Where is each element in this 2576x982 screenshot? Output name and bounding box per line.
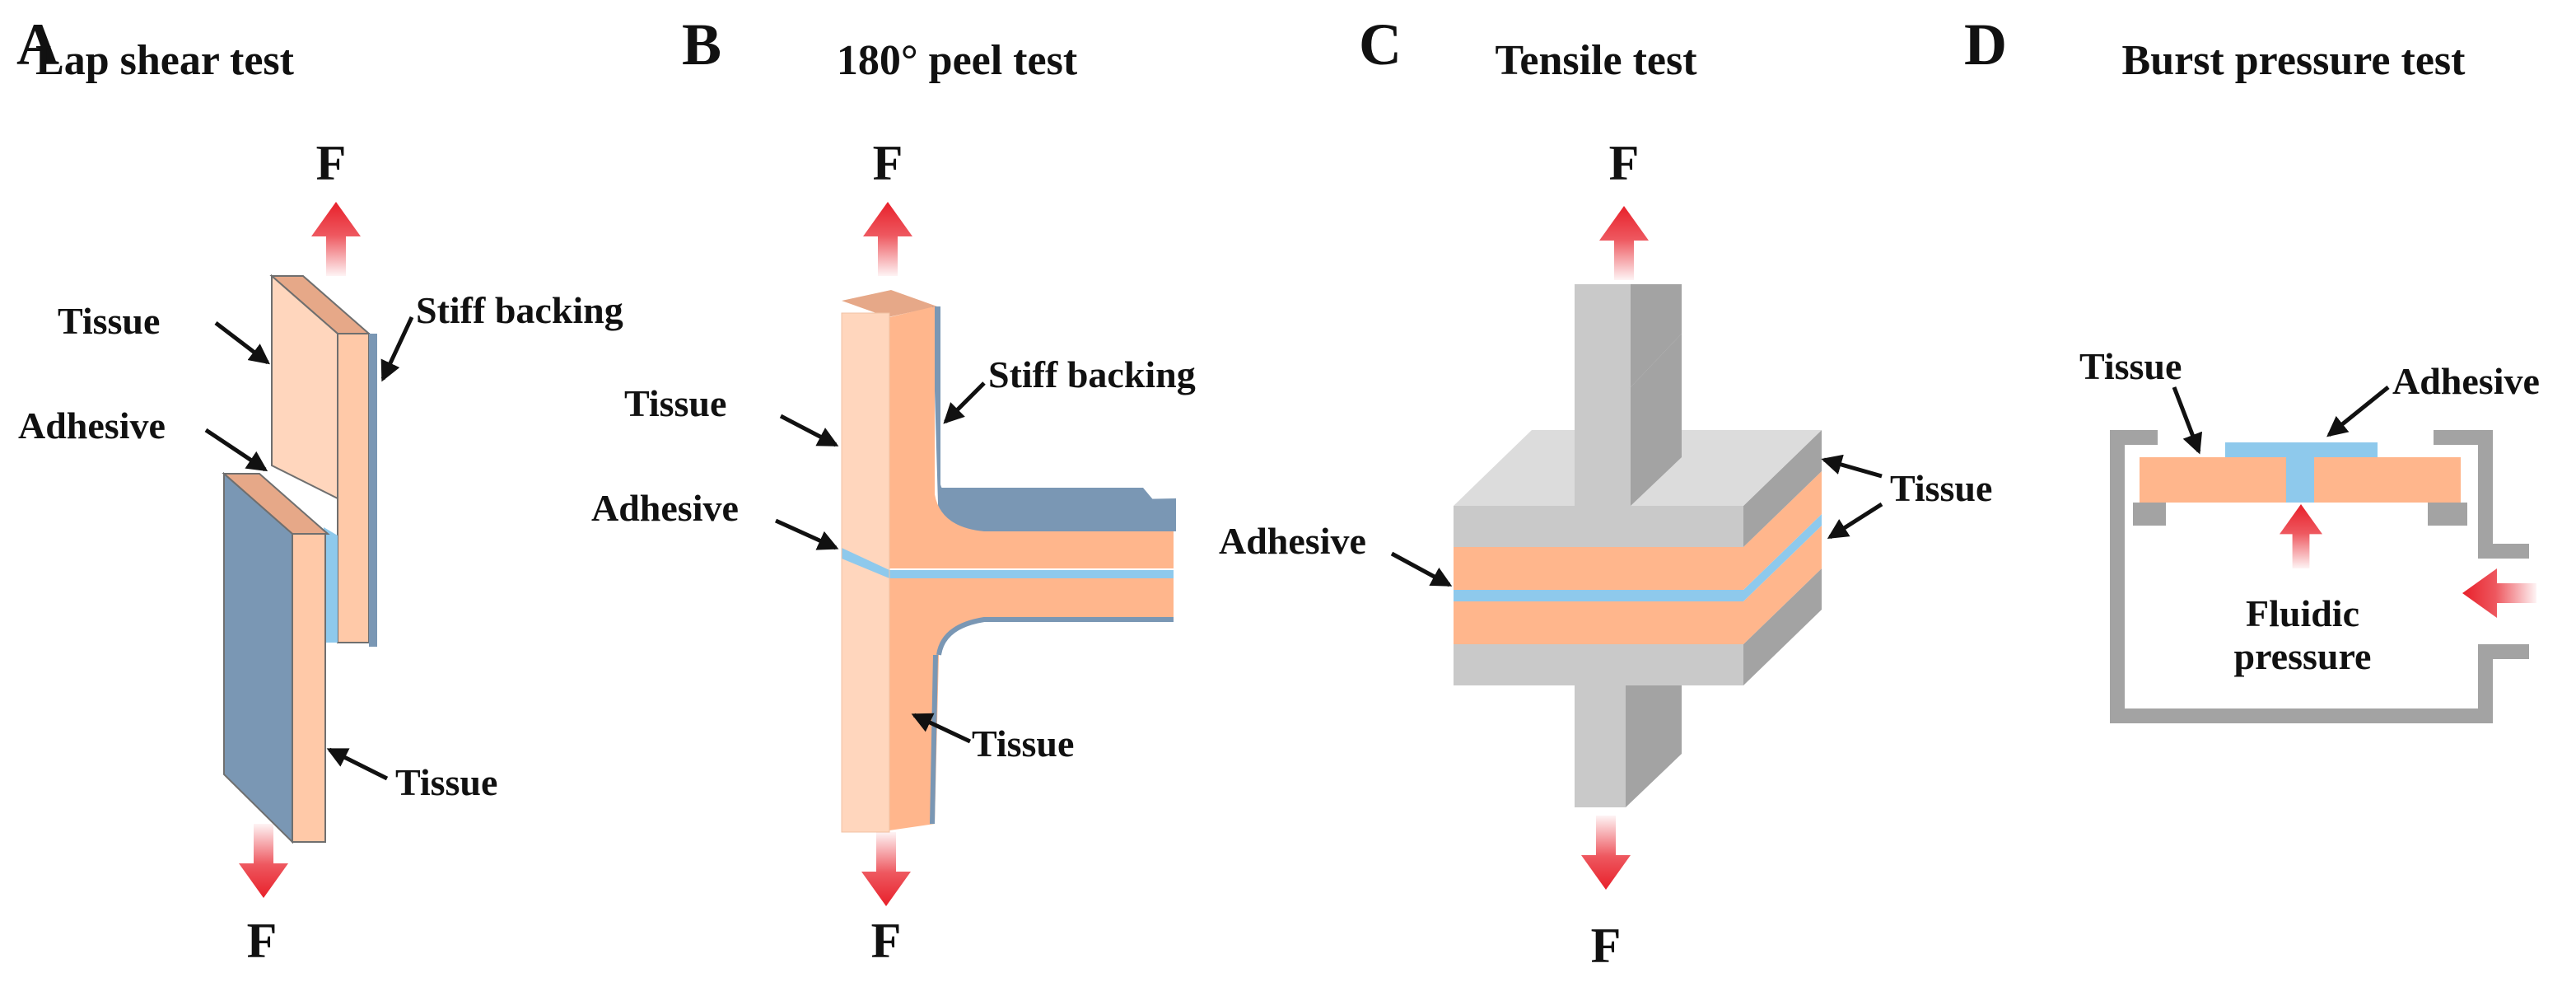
pointer-arrow-icon	[943, 381, 986, 424]
upper-block-front	[1454, 506, 1743, 547]
pointer-arrow-icon	[1390, 551, 1453, 587]
panel-d-title: Burst pressure test	[2122, 37, 2466, 84]
burst-chamber	[2110, 430, 2529, 723]
force-arrow-up-icon	[1599, 206, 1649, 280]
inlet-top-wall	[2478, 544, 2529, 559]
lap-adhesive-layer	[324, 527, 338, 643]
panel-a-letter: A	[16, 12, 59, 77]
panel-b-force-top-label: F	[873, 136, 903, 190]
pointer-arrow-icon	[774, 518, 839, 550]
chamber-right-wall-upper	[2478, 430, 2493, 545]
peel-adhesive-layer	[842, 548, 1174, 578]
tensile-specimen	[1454, 284, 1822, 807]
lower-stiff-backing	[223, 471, 293, 844]
panel-b-label-adhesive: Adhesive	[591, 487, 739, 529]
panel-b-label-tissue-bottom: Tissue	[972, 722, 1074, 765]
pointer-arrow-icon	[1821, 454, 1883, 479]
upper-grip-stem	[1575, 284, 1631, 387]
panel-a-force-top-label: F	[316, 136, 347, 190]
panel-a: A Lap shear test F F Tissue Stiff backin…	[16, 12, 623, 968]
force-arrow-down-icon	[861, 832, 911, 906]
peel-lower-backing-edge	[936, 617, 1174, 656]
peel-tissue-outline	[841, 312, 890, 833]
panel-d-label-tissue: Tissue	[2079, 345, 2182, 387]
force-arrow-down-icon	[1581, 816, 1631, 890]
panel-c-label-tissue: Tissue	[1890, 467, 1992, 509]
inlet-bottom-wall	[2478, 644, 2529, 659]
tensile-tissue-lower-side	[1743, 526, 1822, 644]
chamber-right-wall-lower	[2478, 644, 2493, 723]
panel-d-label-adhesive: Adhesive	[2392, 360, 2540, 402]
force-arrow-up-icon	[863, 202, 912, 276]
burst-defect-adhesive	[2286, 457, 2314, 503]
lower-block-side	[1743, 568, 1822, 685]
panel-a-label-tissue-top: Tissue	[58, 300, 160, 342]
tensile-adhesive-layer	[1454, 590, 1743, 601]
lap-shear-specimen	[222, 274, 377, 844]
upper-tissue-side	[337, 333, 370, 643]
pointer-arrow-icon	[204, 428, 268, 472]
tensile-tissue-upper-side	[1743, 471, 1822, 590]
panel-a-title: Lap shear test	[35, 37, 295, 84]
clamp-left-foot	[2133, 503, 2166, 526]
tensile-adhesive-side	[1743, 514, 1822, 601]
upper-stiff-backing	[369, 334, 377, 647]
upper-grip-side	[1631, 334, 1682, 506]
pointer-arrow-icon	[2326, 386, 2390, 437]
burst-adhesive-patch	[2225, 442, 2378, 457]
peel-backing-top	[939, 488, 1176, 527]
tensile-tissue-lower	[1454, 601, 1743, 644]
inlet-pressure-arrow-icon	[2462, 568, 2536, 618]
tensile-tissue-upper	[1454, 547, 1743, 590]
panel-b-title: 180° peel test	[837, 37, 1078, 84]
panel-b-label-stiff-backing: Stiff backing	[988, 353, 1196, 395]
panel-a-force-bottom-label: F	[247, 914, 278, 968]
panel-b: B 180° peel test F F Tissue Stiff backin	[591, 12, 1196, 968]
lower-grip-front	[1575, 684, 1626, 807]
panel-d: D Burst pressure test Fluidic pressure	[1964, 12, 2540, 723]
panel-c-title: Tensile test	[1495, 37, 1697, 84]
panel-d-label-fluidic-line2: pressure	[2234, 635, 2372, 677]
panel-d-letter: D	[1964, 12, 2007, 77]
force-arrow-up-icon	[311, 202, 361, 276]
pointer-arrow-icon	[380, 316, 414, 382]
clamp-right-foot	[2428, 503, 2467, 526]
chamber-left-wall	[2110, 430, 2125, 722]
upper-block-side	[1743, 430, 1822, 547]
panel-c-force-bottom-label: F	[1591, 919, 1622, 973]
panel-b-force-bottom-label: F	[871, 914, 902, 968]
panel-b-label-tissue-top: Tissue	[624, 382, 726, 424]
force-arrow-up-icon	[2280, 504, 2322, 568]
panel-c-force-top-label: F	[1609, 136, 1640, 190]
upper-grip-front	[1575, 387, 1631, 506]
pointer-arrow-icon	[2172, 386, 2203, 455]
peel-lower-backing-side	[930, 654, 938, 825]
force-arrow-down-icon	[239, 824, 288, 898]
panel-c-letter: C	[1359, 12, 1402, 77]
panel-b-letter: B	[682, 12, 721, 77]
peel-specimen	[841, 290, 1176, 833]
pointer-arrow-icon	[1827, 502, 1883, 540]
chamber-bottom-wall	[2110, 708, 2493, 723]
peel-tissue-top-cap	[842, 290, 937, 317]
panel-c: C Tensile test F	[1219, 12, 1992, 973]
peel-upper-tissue	[889, 306, 1174, 568]
lower-tissue-side	[292, 533, 326, 843]
panel-d-label-fluidic-line1: Fluidic	[2246, 592, 2359, 634]
panel-a-label-tissue-bottom: Tissue	[395, 761, 497, 803]
panel-a-label-adhesive: Adhesive	[18, 404, 166, 447]
panel-c-label-adhesive: Adhesive	[1219, 520, 1366, 562]
upper-grip-stem-side	[1631, 284, 1682, 387]
lower-block-front	[1454, 644, 1743, 685]
pointer-arrow-icon	[779, 414, 839, 447]
panel-a-label-stiff-backing: Stiff backing	[416, 289, 623, 331]
peel-lower-tissue	[889, 577, 1174, 830]
pointer-arrow-icon	[326, 747, 389, 781]
pointer-arrow-icon	[911, 713, 972, 744]
pointer-arrow-icon	[214, 321, 270, 365]
